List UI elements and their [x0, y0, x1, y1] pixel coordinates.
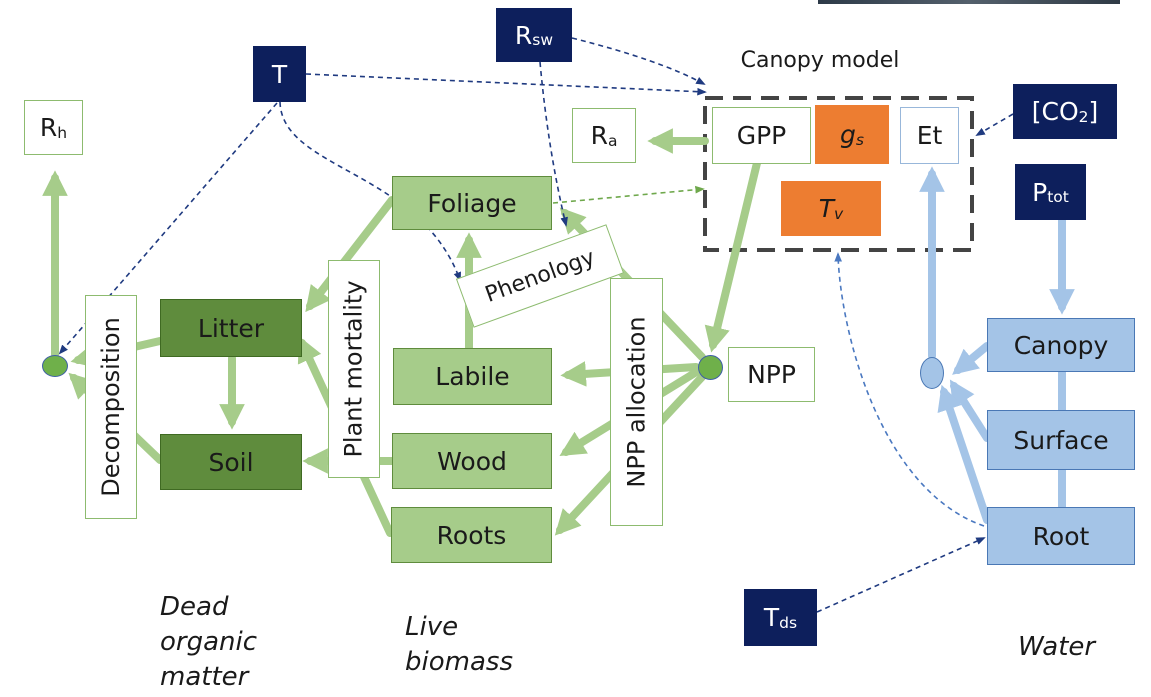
litter-pool: Litter	[160, 299, 302, 357]
decomposition-label: Decomposition	[97, 317, 126, 497]
tv-main-label: T	[818, 194, 835, 223]
root-water-label: Root	[1032, 521, 1090, 551]
temperature-driver-label: T	[271, 59, 288, 89]
canopy-water-pool: Canopy	[987, 318, 1135, 372]
decomposition-node	[42, 355, 68, 377]
gpp-to-npp-arrow	[704, 159, 761, 353]
dead-caption-line-1: Dead	[160, 592, 229, 622]
labile-label: Labile	[435, 362, 510, 391]
labile-pool: Labile	[393, 348, 552, 405]
water-caption-line: Water	[1018, 632, 1096, 662]
root-to-tv-dashed	[834, 252, 985, 527]
co2-to-canopy-dashed	[975, 113, 1014, 136]
npp-node	[698, 355, 723, 380]
canopy-model-title: Canopy model	[740, 47, 900, 73]
co2-sub-label: 2	[1078, 107, 1089, 126]
temperature-driver: T	[253, 46, 306, 102]
plant-mortality-label: Plant mortality	[340, 280, 368, 458]
foliage-to-litter-arrow	[305, 196, 396, 313]
foliage-pool: Foliage	[392, 176, 552, 230]
surface-water-label: Surface	[1013, 425, 1109, 455]
gs-sub-label: s	[855, 130, 864, 149]
foliage-label: Foliage	[427, 188, 517, 218]
rsw-to-phenology-dashed	[539, 61, 568, 227]
npp-label: NPP	[747, 360, 796, 389]
co2-close-label: ]	[1088, 97, 1099, 126]
dead-caption-line-3: matter	[160, 662, 249, 692]
rsw-main-label: R	[514, 20, 533, 50]
et-label: Et	[916, 121, 943, 150]
gpp-label: GPP	[736, 121, 787, 150]
root-water-pool: Root	[987, 507, 1135, 565]
live-biomass-caption: Live biomass	[405, 610, 513, 680]
litter-label: Litter	[197, 313, 265, 343]
rh-main-label: R	[39, 113, 58, 142]
roots-label: Roots	[436, 520, 507, 550]
tds-sub-label: ds	[779, 613, 798, 632]
canopy-model-frame	[703, 96, 974, 252]
gs-main-label: g	[840, 120, 856, 149]
live-caption-line-1: Live	[405, 612, 459, 642]
foliage-to-canopy-dashed	[552, 185, 705, 204]
dead-organic-matter-caption: Dead organic matter	[160, 590, 257, 695]
canopy-to-node-arrow	[952, 342, 991, 375]
dead-caption-line-2: organic	[160, 627, 258, 657]
wood-pool: Wood	[392, 433, 552, 489]
gpp-box: GPP	[712, 107, 811, 164]
root-to-node-arrow	[937, 384, 991, 524]
co2-open-label: [CO	[1031, 97, 1079, 126]
rsw-to-canopy-dashed	[571, 37, 706, 85]
npp-allocation-process: NPP allocation	[610, 278, 663, 526]
ptot-sub-label: tot	[1047, 188, 1069, 207]
water-caption: Water	[1018, 630, 1095, 665]
npp-allocation-label: NPP allocation	[622, 316, 651, 488]
tds-main-label: T	[763, 603, 780, 632]
photo-strip	[818, 0, 1120, 4]
t-to-canopy-dashed	[305, 73, 707, 96]
surface-water-pool: Surface	[987, 410, 1135, 470]
t-to-decomposition-dashed	[58, 102, 278, 355]
canopy-water-label: Canopy	[1013, 330, 1109, 360]
live-caption-line-2: biomass	[405, 647, 513, 677]
plant-mortality-process: Plant mortality	[328, 260, 380, 478]
soil-pool: Soil	[160, 434, 302, 490]
roots-pool: Roots	[391, 507, 552, 563]
tds-to-root-dashed	[816, 537, 986, 613]
ra-sub-label: a	[607, 131, 618, 150]
water-junction-node	[920, 357, 944, 389]
evapotranspiration-box: Et	[900, 107, 959, 164]
rh-sub-label: h	[57, 123, 68, 142]
t-to-phenology-dashed	[279, 101, 461, 282]
rsw-sub-label: sw	[532, 31, 554, 50]
ra-main-label: R	[590, 121, 608, 150]
decomposition-process: Decomposition	[85, 295, 137, 519]
soil-label: Soil	[208, 447, 254, 477]
wood-label: Wood	[437, 446, 507, 476]
ptot-main-label: P	[1032, 177, 1048, 207]
npp-box: NPP	[728, 347, 815, 402]
tv-sub-label: v	[834, 204, 844, 223]
